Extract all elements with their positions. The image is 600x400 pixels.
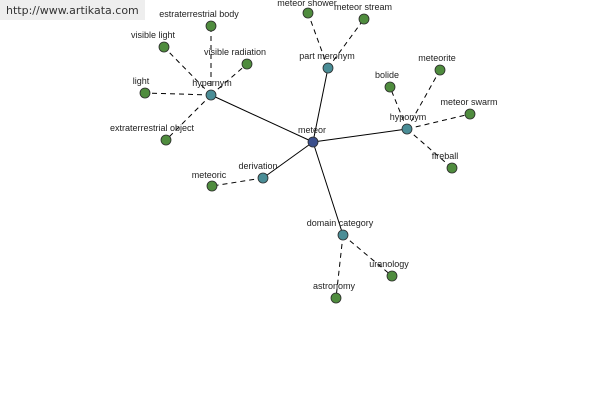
leaf-label-uranology: uranology [369, 259, 409, 269]
leaf-label-meteor-shower: meteor shower [277, 0, 337, 8]
edge-hypernym [210, 94, 314, 143]
leaf-label-extraterrestrial-object: extraterrestrial object [110, 123, 195, 133]
relation-node-derivation[interactable] [257, 172, 269, 184]
leaf-label-fireball: fireball [432, 151, 459, 161]
relation-label-hyponym: hyponym [390, 112, 427, 122]
leaf-node-meteoric[interactable] [206, 180, 218, 192]
relation-label-part-meronym: part meronym [299, 51, 355, 61]
leaf-label-estraterrestrial-body: estraterrestrial body [159, 9, 239, 19]
edge-domain-category [312, 141, 344, 236]
watermark: http://www.artikata.com [0, 0, 145, 20]
edge-visible-radiation [210, 63, 248, 96]
leaf-node-fireball[interactable] [446, 162, 458, 174]
leaf-node-uranology[interactable] [386, 270, 398, 282]
edge-part-meronym [312, 67, 329, 143]
relation-node-domain-category[interactable] [337, 229, 349, 241]
edge-light [144, 92, 212, 96]
leaf-label-visible-light: visible light [131, 30, 176, 40]
relation-node-part-meronym[interactable] [322, 62, 334, 74]
edge-extraterrestrial-object [165, 94, 212, 141]
edge-meteorite [406, 69, 441, 130]
edge-astronomy [335, 234, 344, 299]
edge-meteor-swarm [406, 113, 471, 130]
leaf-label-meteor-stream: meteor stream [334, 2, 392, 12]
relation-label-hypernym: hypernym [192, 78, 232, 88]
leaf-label-bolide: bolide [375, 70, 399, 80]
edge-derivation [262, 141, 314, 179]
relation-label-domain-category: domain category [307, 218, 374, 228]
edge-visible-light [163, 46, 212, 96]
leaf-label-meteor-swarm: meteor swarm [440, 97, 497, 107]
leaf-label-meteorite: meteorite [418, 53, 456, 63]
leaf-label-visible-radiation: visible radiation [204, 47, 266, 57]
center-label-meteor: meteor [298, 125, 326, 135]
leaf-node-extraterrestrial-object[interactable] [160, 134, 172, 146]
leaf-node-light[interactable] [139, 87, 151, 99]
leaf-label-meteoric: meteoric [192, 170, 227, 180]
leaf-node-astronomy[interactable] [330, 292, 342, 304]
leaf-node-estraterrestrial-body[interactable] [205, 20, 217, 32]
relation-node-hyponym[interactable] [401, 123, 413, 135]
edge-hyponym [312, 128, 408, 143]
relation-label-derivation: derivation [238, 161, 277, 171]
edge-meteor-shower [307, 12, 329, 69]
leaf-node-visible-light[interactable] [158, 41, 170, 53]
leaf-node-visible-radiation[interactable] [241, 58, 253, 70]
leaf-node-bolide[interactable] [384, 81, 396, 93]
leaf-node-meteorite[interactable] [434, 64, 446, 76]
relation-node-hypernym[interactable] [205, 89, 217, 101]
center-node-meteor[interactable] [307, 136, 319, 148]
edge-fireball [406, 128, 453, 169]
edge-meteor-stream [327, 18, 365, 69]
leaf-node-meteor-shower[interactable] [302, 7, 314, 19]
edge-bolide [389, 86, 408, 130]
edge-uranology [342, 234, 393, 277]
leaf-label-light: light [133, 76, 150, 86]
leaf-node-meteor-swarm[interactable] [464, 108, 476, 120]
leaf-node-meteor-stream[interactable] [358, 13, 370, 25]
leaf-label-astronomy: astronomy [313, 281, 356, 291]
